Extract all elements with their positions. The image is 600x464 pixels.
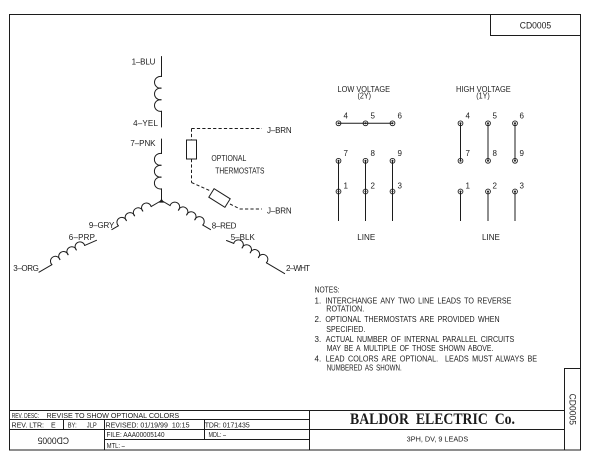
svg-text:1: 1 — [466, 182, 471, 191]
svg-text:J–BRN: J–BRN — [267, 126, 292, 135]
svg-text:ROTATION.: ROTATION. — [326, 305, 364, 314]
svg-text:CD0005: CD0005 — [38, 436, 69, 446]
svg-text:HIGH VOLTAGE: HIGH VOLTAGE — [456, 85, 511, 94]
svg-text:THERMOSTATS: THERMOSTATS — [215, 167, 264, 176]
svg-text:1: 1 — [344, 182, 349, 191]
svg-text:J–BRN: J–BRN — [267, 207, 292, 216]
svg-text:LOW VOLTAGE: LOW VOLTAGE — [338, 85, 391, 94]
svg-text:LINE: LINE — [482, 233, 500, 242]
svg-text:CD0005: CD0005 — [567, 394, 577, 425]
svg-text:BY:: BY: — [68, 422, 77, 429]
svg-text:MAY BE A MULTIPLE OF THOSE SHO: MAY BE A MULTIPLE OF THOSE SHOWN ABOVE. — [327, 344, 494, 353]
svg-text:2: 2 — [371, 182, 376, 191]
svg-text:(1Y): (1Y) — [476, 91, 490, 100]
svg-text:LINE: LINE — [357, 233, 375, 242]
svg-text:5: 5 — [371, 111, 376, 120]
svg-text:TDR: 0171435: TDR: 0171435 — [205, 422, 250, 429]
svg-text:OPTIONAL THERMOSTATS ARE PROVI: OPTIONAL THERMOSTATS ARE PROVIDED WHEN — [325, 315, 499, 324]
svg-text:5–BLK: 5–BLK — [231, 233, 256, 242]
svg-text:MDL: –: MDL: – — [209, 432, 227, 439]
svg-text:4.: 4. — [315, 354, 322, 363]
svg-text:BALDOR ELECTRIC Co.: BALDOR ELECTRIC Co. — [350, 411, 515, 428]
svg-text:MTL: –: MTL: – — [107, 443, 125, 450]
svg-text:REVISED: 01/19/99 10:15: REVISED: 01/19/99 10:15 — [106, 422, 190, 429]
svg-text:8–RED: 8–RED — [212, 221, 237, 230]
svg-text:4–YEL: 4–YEL — [133, 119, 158, 128]
svg-text:SPECIFIED.: SPECIFIED. — [326, 325, 365, 334]
svg-text:1.: 1. — [315, 296, 322, 305]
svg-text:3PH, DV, 9 LEADS: 3PH, DV, 9 LEADS — [407, 436, 469, 443]
svg-text:5: 5 — [493, 111, 498, 120]
svg-text:3: 3 — [520, 182, 525, 191]
svg-text:NOTES:: NOTES: — [315, 286, 340, 295]
svg-text:9: 9 — [398, 149, 403, 158]
svg-text:8: 8 — [371, 149, 376, 158]
svg-text:CD0005: CD0005 — [520, 20, 551, 30]
svg-text:7: 7 — [344, 149, 349, 158]
svg-text:8: 8 — [493, 149, 498, 158]
svg-text:JLP: JLP — [87, 422, 97, 429]
svg-text:9–GRY: 9–GRY — [89, 221, 115, 230]
svg-text:FILE: AAA00005140: FILE: AAA00005140 — [107, 432, 165, 439]
svg-text:REVISE TO SHOW OPTIONAL COLORS: REVISE TO SHOW OPTIONAL COLORS — [47, 413, 180, 420]
svg-text:INTERCHANGE ANY TWO LINE LEADS: INTERCHANGE ANY TWO LINE LEADS TO REVERS… — [325, 296, 511, 305]
svg-text:REV. LTR:: REV. LTR: — [12, 422, 45, 429]
svg-text:OPTIONAL: OPTIONAL — [211, 154, 246, 163]
svg-text:7: 7 — [466, 149, 471, 158]
svg-text:2: 2 — [493, 182, 498, 191]
svg-text:REV. DESC:: REV. DESC: — [12, 413, 39, 420]
svg-text:ACTUAL NUMBER OF INTERNAL PARA: ACTUAL NUMBER OF INTERNAL PARALLEL CIRCU… — [326, 335, 514, 344]
svg-text:9: 9 — [520, 149, 525, 158]
svg-text:E: E — [51, 422, 56, 429]
svg-text:7–PNK: 7–PNK — [130, 139, 156, 148]
svg-text:3: 3 — [398, 182, 403, 191]
svg-text:4: 4 — [466, 111, 471, 120]
svg-text:LEAD COLORS ARE OPTIONAL. LEA: LEAD COLORS ARE OPTIONAL. LEADS MUST ALW… — [326, 354, 537, 363]
svg-text:4: 4 — [344, 111, 349, 120]
svg-text:1–BLU: 1–BLU — [132, 57, 156, 66]
svg-text:6: 6 — [520, 111, 525, 120]
svg-text:6–PRP: 6–PRP — [69, 233, 95, 242]
svg-text:(2Y): (2Y) — [358, 91, 372, 100]
svg-text:NUMBERED AS SHOWN.: NUMBERED AS SHOWN. — [327, 363, 402, 372]
svg-text:2.: 2. — [315, 315, 322, 324]
svg-text:3.: 3. — [315, 335, 322, 344]
svg-text:2–WHT: 2–WHT — [286, 264, 310, 273]
svg-text:3–ORG: 3–ORG — [13, 264, 39, 273]
svg-text:6: 6 — [398, 111, 403, 120]
